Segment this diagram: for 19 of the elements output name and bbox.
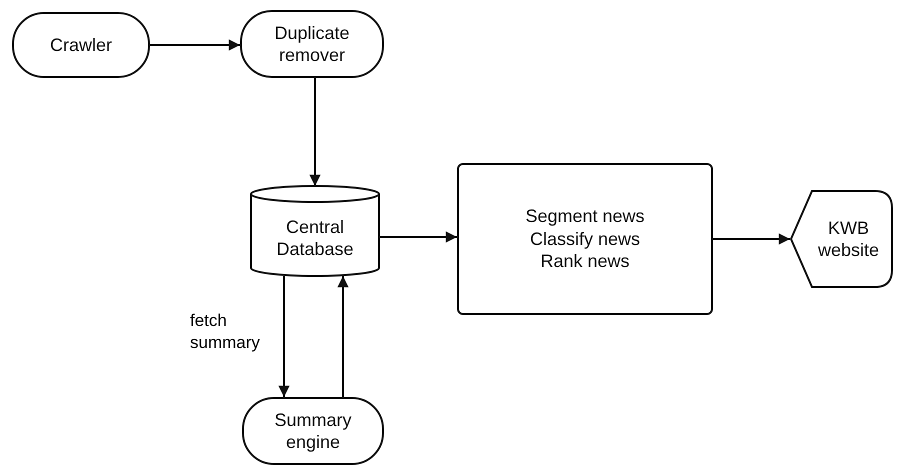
process-box (457, 163, 713, 315)
arrow (278, 276, 290, 397)
node-text: Duplicate remover (273, 22, 351, 66)
node-text: Rank news (540, 250, 630, 273)
arrow (150, 39, 240, 51)
arrow (309, 78, 321, 186)
node-text: Segment news (525, 205, 645, 228)
terminal-box (240, 10, 384, 78)
arrow (713, 233, 790, 245)
node-text: Central Database (275, 216, 355, 260)
terminal-box (242, 397, 384, 465)
node-text: KWB website (816, 216, 880, 262)
arrow (380, 231, 457, 243)
display-shape (790, 190, 893, 288)
node-text: Summary engine (273, 408, 352, 454)
arrow (337, 276, 349, 397)
node-text: Crawler (50, 34, 112, 56)
database-cylinder (250, 186, 380, 276)
node-text: Classify news (530, 228, 640, 250)
